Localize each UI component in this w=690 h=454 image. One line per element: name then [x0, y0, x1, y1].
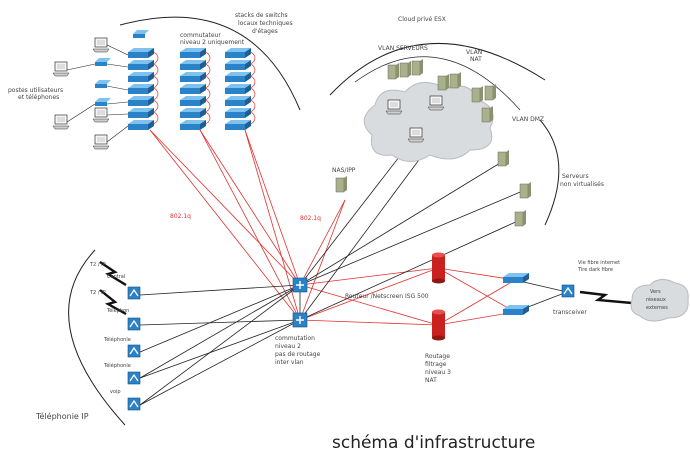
- firewall-1-icon: [432, 252, 445, 284]
- label-link-left: 802.1q: [170, 213, 191, 220]
- label-phone-1: Central: [107, 274, 125, 280]
- label-postes-2: et téléphones: [18, 94, 59, 101]
- black-links: [139, 129, 568, 406]
- label-nas: NAS/IPP: [332, 167, 356, 174]
- label-telephonie: Téléphonie IP: [35, 411, 89, 421]
- label-fibre-1: Vie fibre internet: [578, 260, 620, 266]
- phone-gateway-4-icon: [127, 371, 141, 385]
- label-vlan-nat-1: VLAN: [466, 49, 482, 56]
- label-stacks-3: d'étages: [252, 28, 278, 35]
- label-serveurs-1: Serveurs: [562, 173, 589, 180]
- label-routage-1: Routage: [425, 353, 450, 360]
- label-phone-5: voip: [110, 389, 121, 395]
- label-phone-3: Téléphonie: [103, 336, 131, 343]
- label-internet-2: réseaux: [646, 296, 666, 303]
- label-routage-4: NAT: [425, 377, 437, 384]
- red-links: [149, 129, 516, 326]
- floor-switches-arc: [119, 16, 301, 111]
- telephony-arc: [68, 249, 126, 426]
- label-vlan-nat-2: NAT: [470, 56, 482, 63]
- label-routage-3: niveau 3: [425, 369, 451, 376]
- cloud-arc: [329, 42, 546, 96]
- servers-arc: [539, 119, 560, 226]
- label-fibre-2: Tire dark fibre: [577, 267, 613, 273]
- diagram-title: schéma d'infrastructure: [332, 433, 535, 453]
- firewall-2-icon: [432, 309, 445, 341]
- label-commut-1: commutation: [275, 335, 315, 342]
- phone-gateway-1-icon: [127, 286, 141, 300]
- label-commutateur-1: commutateur: [180, 32, 221, 39]
- phone-gateway-3-icon: [127, 344, 141, 358]
- switch-stacks: [128, 48, 251, 130]
- label-phone-2: Téléphon: [106, 307, 129, 314]
- label-cloud-prive: Cloud privé ESX: [398, 16, 446, 23]
- internet-lightning: [579, 290, 633, 305]
- internet-cloud: [630, 279, 689, 322]
- label-transceiver: transceiver: [553, 309, 587, 316]
- label-t2-2: T2 / IP: [89, 290, 106, 296]
- label-vlan-servers: VLAN SERVEURS: [378, 45, 428, 52]
- label-vlan-dmz: VLAN DMZ: [512, 116, 544, 123]
- label-internet-1: Vers: [650, 289, 661, 295]
- label-routeur: Routeur /Netscreen ISG 500: [345, 293, 429, 300]
- nas-server-icon: [335, 175, 348, 193]
- core-switch-2-icon: [292, 312, 308, 328]
- label-t2-1: T2 / IP: [89, 262, 106, 268]
- vm-pc-icon: [385, 99, 403, 115]
- ip-phone-icon: [95, 58, 111, 66]
- phone-gateway-5-icon: [127, 397, 141, 411]
- label-internet-3: externes: [646, 305, 668, 311]
- edge-switch-2-icon: [503, 305, 529, 315]
- phone-gateway-2-icon: [127, 317, 141, 331]
- label-commut-4: inter vlan: [275, 359, 304, 366]
- label-commut-2: niveau 2: [275, 343, 301, 350]
- label-stacks-1: stacks de switchs: [235, 12, 288, 19]
- transceiver-icon: [561, 284, 575, 298]
- edge-switch-1-icon: [503, 273, 529, 283]
- core-switch-1-icon: [292, 277, 308, 293]
- label-commutateur-2: niveau 2 uniquement: [180, 39, 245, 46]
- server-icon: [387, 62, 400, 80]
- label-postes-1: postes utilisateurs: [8, 87, 63, 94]
- label-serveurs-2: non virtualisés: [560, 181, 604, 188]
- label-phone-4: Téléphonie: [103, 362, 131, 369]
- label-routage-2: filtrage: [425, 361, 447, 368]
- label-commut-3: pas de routage: [275, 351, 321, 358]
- label-link-mid: 802.1q: [300, 215, 321, 222]
- user-pc-icon: [92, 37, 110, 53]
- label-stacks-2: locaux techniques: [238, 20, 293, 27]
